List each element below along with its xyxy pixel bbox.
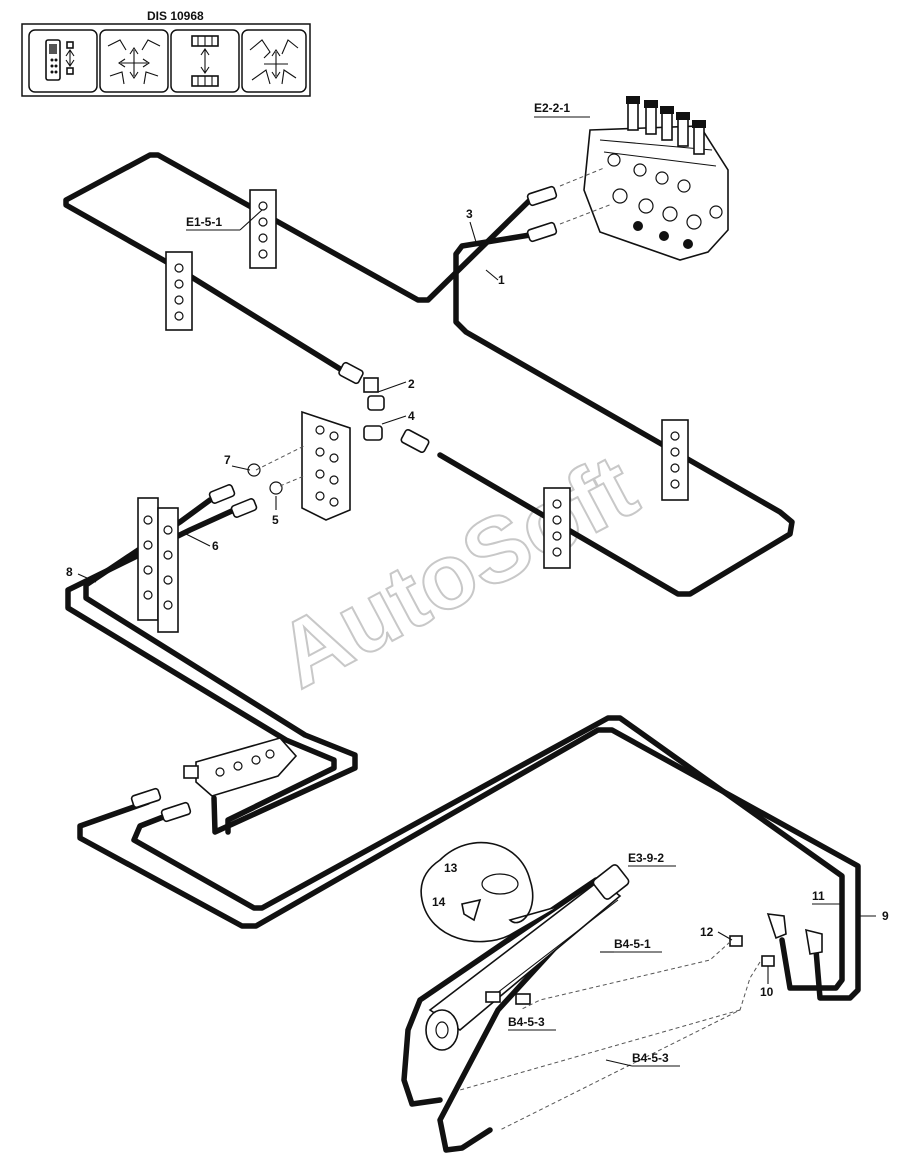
- control-valve: [526, 96, 729, 261]
- callout-10: 10: [760, 985, 774, 999]
- callout-14: 14: [432, 895, 446, 909]
- callout-6: 6: [212, 539, 219, 553]
- ref-e1-5-1: E1-5-1: [186, 215, 222, 229]
- callout-7: 7: [224, 453, 231, 467]
- center-bracket: [208, 361, 430, 521]
- header-block: DIS 10968: [21, 9, 311, 97]
- labels: E2-2-1 E1-5-1 E3-9-2 B4-5-1 B4-5-3 B4-5-…: [66, 101, 889, 1065]
- ref-b4-5-3-upper: B4-5-3: [508, 1015, 545, 1029]
- ref-b4-5-3-lower: B4-5-3: [632, 1051, 669, 1065]
- valve-arrows-icon: [170, 29, 240, 93]
- backhoe-dual-icon: [241, 29, 307, 93]
- ref-e2-2-1: E2-2-1: [534, 101, 570, 115]
- lower-valve-block: [130, 737, 298, 823]
- hose-runs: [63, 152, 861, 1153]
- callout-13: 13: [444, 861, 458, 875]
- callout-11: 11: [812, 889, 825, 903]
- callout-9: 9: [882, 909, 889, 923]
- callout-12: 12: [700, 925, 714, 939]
- clamp-blocks: [137, 189, 689, 633]
- callout-8: 8: [66, 565, 73, 579]
- clamp-right-a: [661, 419, 689, 501]
- clamp-left-pair: [137, 497, 179, 633]
- right-fittings: [459, 913, 823, 1131]
- ref-e3-9-2: E3-9-2: [628, 851, 664, 865]
- callout-5: 5: [272, 513, 279, 527]
- callout-3: 3: [466, 207, 473, 221]
- callout-4: 4: [408, 409, 415, 423]
- phone-joystick-icon: [28, 29, 98, 93]
- clamp-upper-b: [165, 251, 193, 331]
- clamp-upper-a: [249, 189, 277, 269]
- callout-2: 2: [408, 377, 415, 391]
- doc-code: DIS 10968: [147, 9, 204, 23]
- leader-lines: [77, 116, 876, 1067]
- detail-bubble: [420, 841, 561, 943]
- hydraulic-cylinder: [425, 864, 630, 1051]
- clamp-right-b: [543, 487, 571, 569]
- callout-1: 1: [498, 273, 505, 287]
- backhoe-cross-icon: [99, 29, 169, 93]
- ref-b4-5-1: B4-5-1: [614, 937, 651, 951]
